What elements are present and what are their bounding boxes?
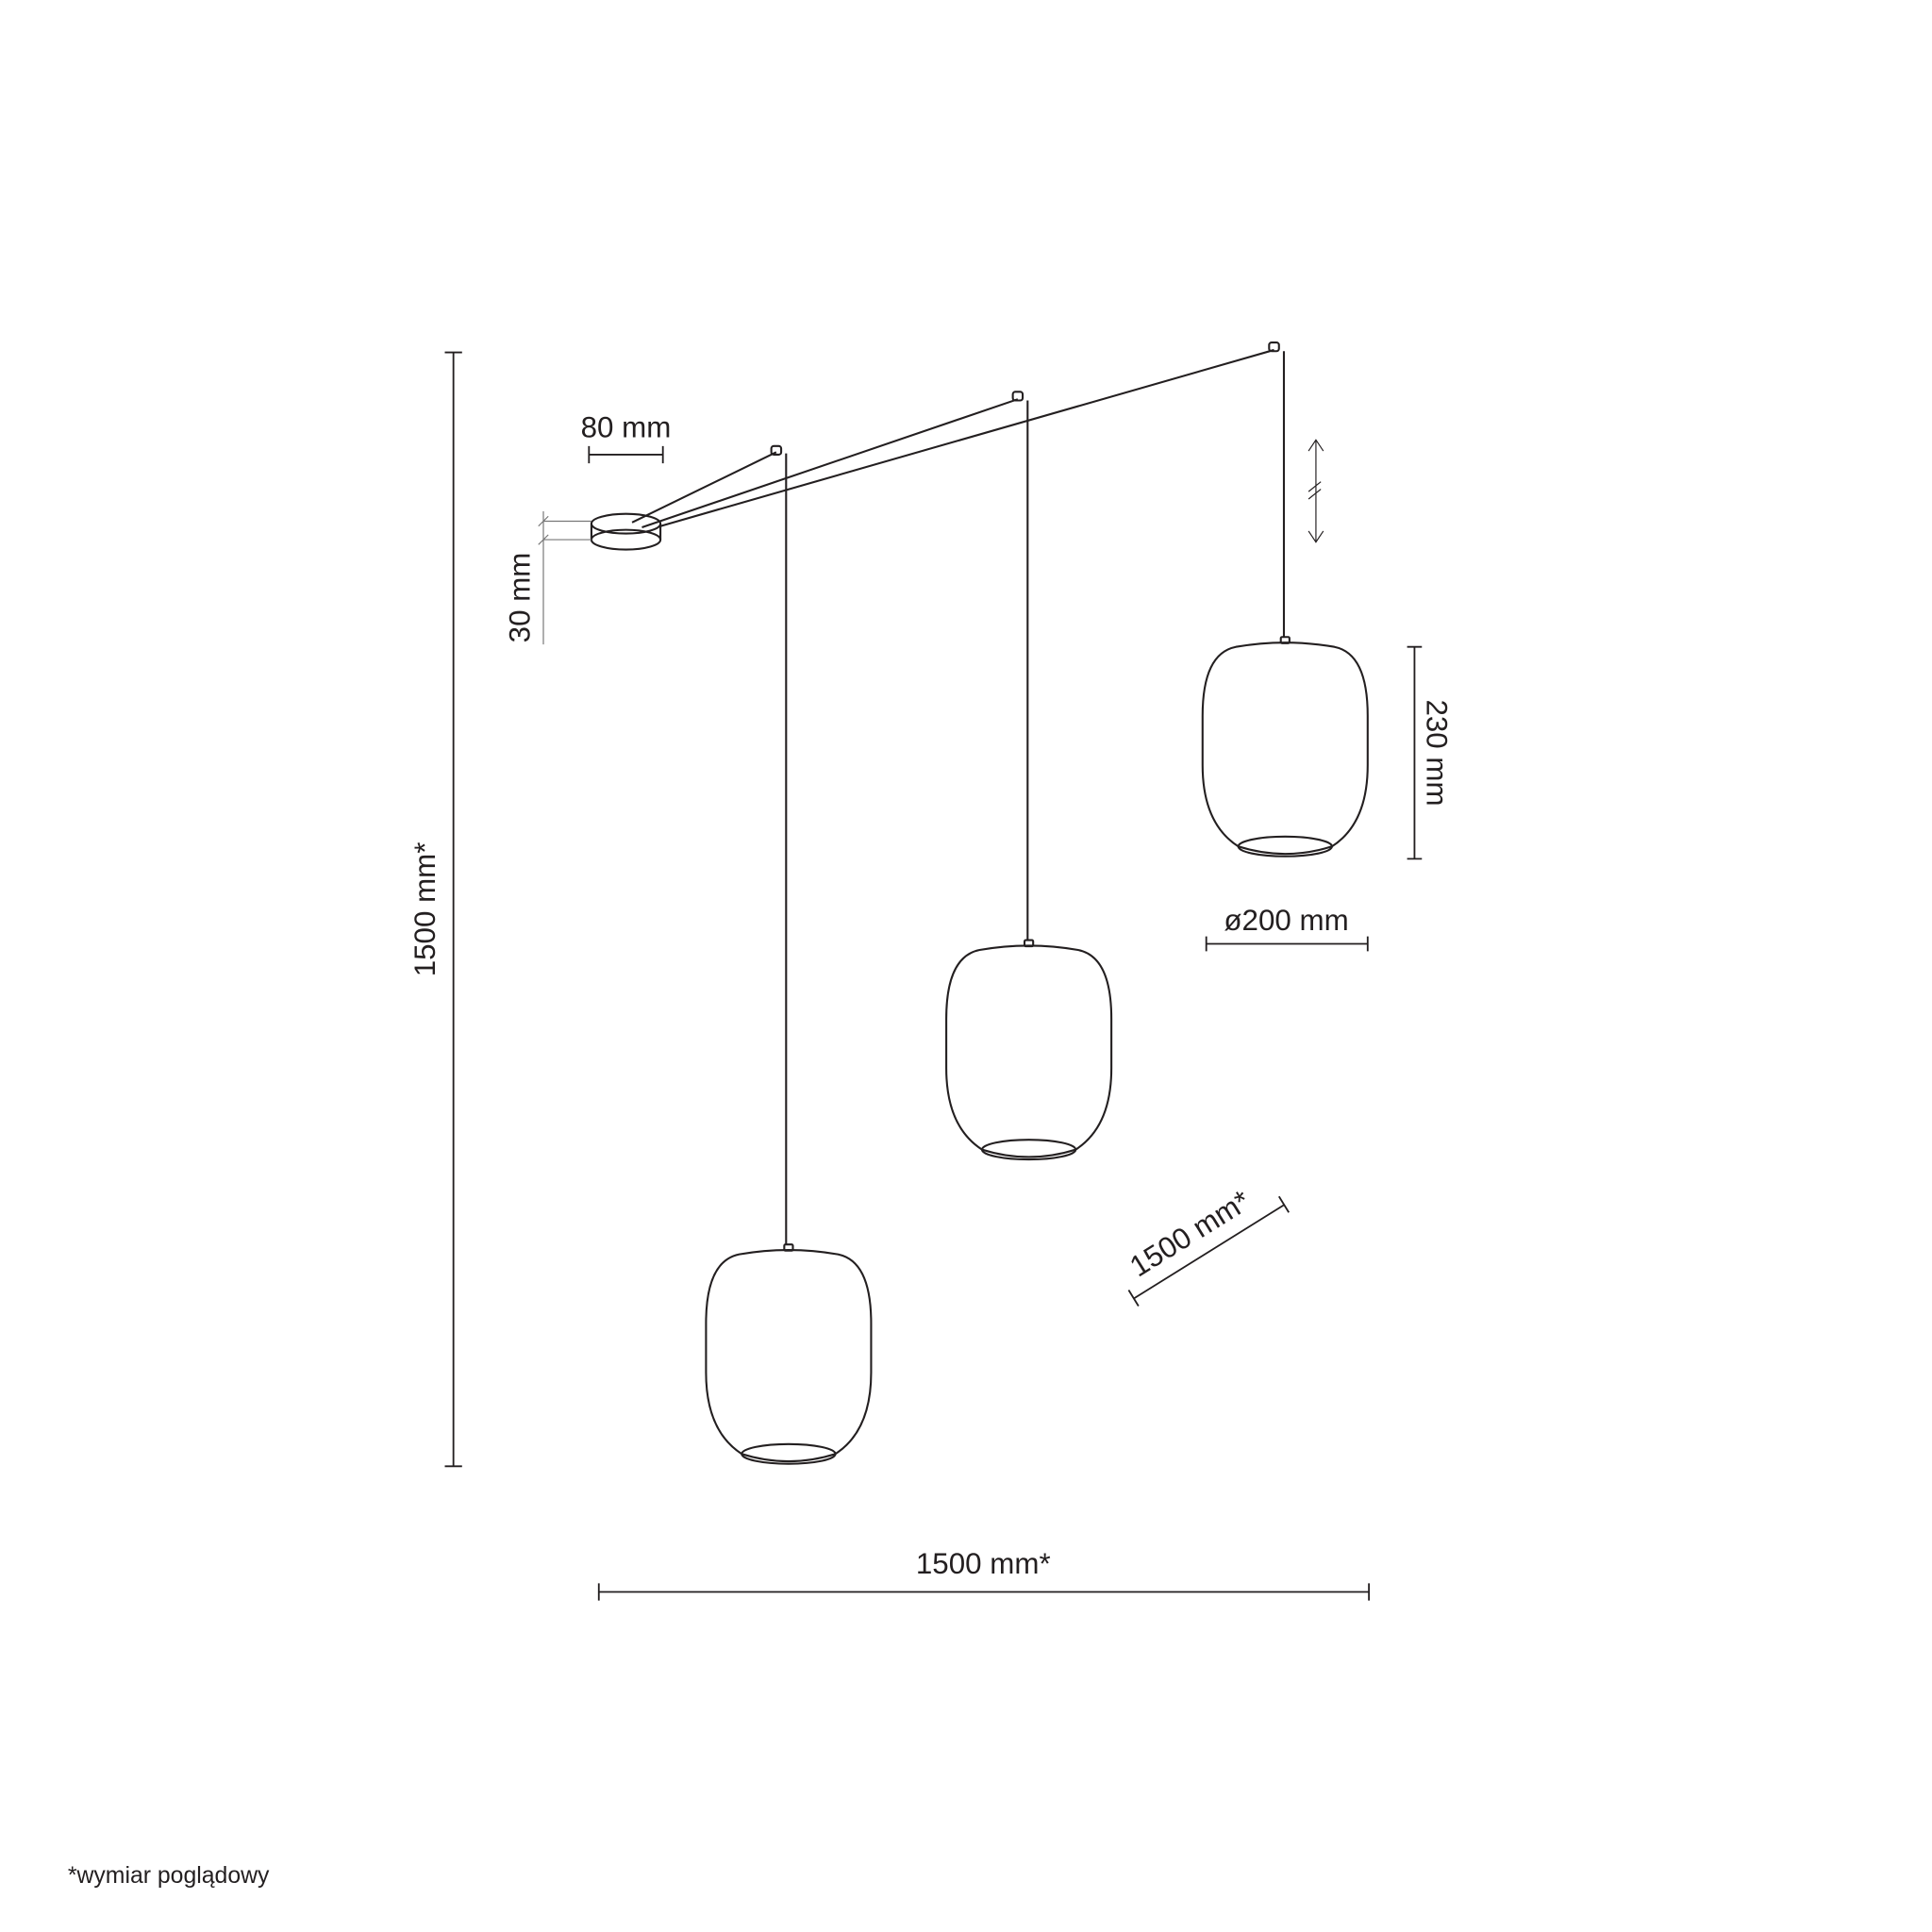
depth-dimension-line bbox=[1127, 1195, 1290, 1307]
lamp-shade-2 bbox=[945, 939, 1113, 1161]
suspension-wires bbox=[631, 341, 1286, 1245]
depth-label: 1500 mm* bbox=[1124, 1184, 1257, 1283]
adjustable-height-arrow-icon bbox=[1307, 439, 1324, 543]
total-width-label: 1500 mm* bbox=[916, 1547, 1051, 1580]
canopy-height-dimension-line bbox=[538, 511, 591, 645]
shade-height-dimension-line bbox=[1407, 645, 1423, 860]
canopy-diameter-dimension-line bbox=[588, 445, 664, 464]
canopy-diameter-label: 80 mm bbox=[581, 411, 672, 444]
lamp-shade-1 bbox=[705, 1243, 873, 1465]
canopy-height-label: 30 mm bbox=[504, 553, 537, 643]
footnote: *wymiar poglądowy bbox=[68, 1863, 270, 1889]
total-height-label: 1500 mm* bbox=[408, 842, 441, 977]
lamp-shade-3 bbox=[1201, 636, 1369, 858]
shade-diameter-label: ø200 mm bbox=[1224, 904, 1348, 937]
total-width-dimension-line bbox=[597, 1583, 1371, 1601]
total-height-dimension-line bbox=[444, 351, 462, 1468]
ceiling-canopy bbox=[590, 512, 662, 551]
shade-diameter-dimension-line bbox=[1205, 936, 1369, 952]
shade-height-label: 230 mm bbox=[1420, 699, 1453, 806]
